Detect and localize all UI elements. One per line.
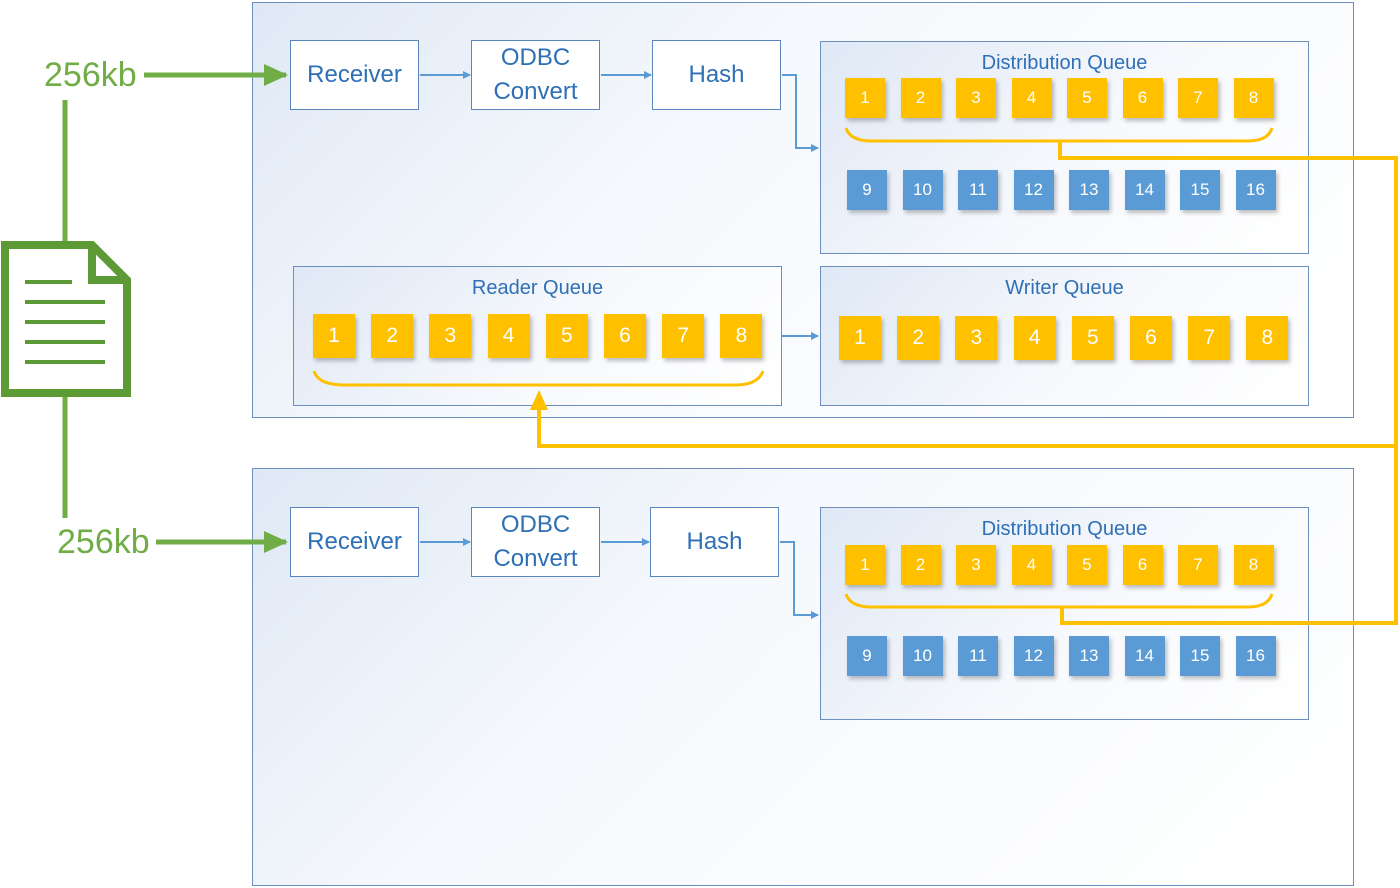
writer-slot: 5 (1071, 316, 1114, 360)
distribution-slot: 8 (1233, 78, 1274, 118)
distribution-slot: 8 (1233, 545, 1274, 585)
reader-slot: 6 (604, 314, 646, 358)
distribution-slot: 14 (1124, 170, 1165, 210)
receiver-stage-bottom: Receiver (290, 507, 419, 577)
odbc-label-line2: Convert (493, 545, 578, 572)
distribution-slot: 10 (902, 170, 943, 210)
writer-slot: 6 (1130, 316, 1172, 360)
distribution-slot: 15 (1180, 636, 1220, 676)
odbc-label-line1: ODBC (500, 511, 571, 538)
distribution-queue-title: Distribution Queue (981, 518, 1148, 540)
distribution-slot: 6 (1122, 545, 1163, 585)
distribution-slot: 9 (847, 170, 887, 210)
reader-slot: 2 (371, 314, 414, 358)
input-lines (62, 64, 288, 553)
distribution-slot: 12 (1013, 636, 1054, 676)
writer-slot: 3 (955, 316, 998, 360)
reader-slot: 7 (662, 314, 705, 358)
receiver-label: Receiver (307, 61, 402, 88)
distribution-slot: 5 (1067, 78, 1107, 118)
distribution-slot: 4 (1011, 545, 1052, 585)
reader-slot: 3 (429, 314, 472, 358)
distribution-slot: 11 (958, 636, 998, 676)
input-size-label-bottom: 256kb (57, 523, 150, 561)
hash-stage-top: Hash (652, 40, 781, 110)
writer-slot: 1 (839, 316, 881, 360)
distribution-slot: 7 (1178, 78, 1218, 118)
writer-slot: 7 (1188, 316, 1231, 360)
stage-arrows (420, 71, 819, 619)
input-size-label-top: 256kb (44, 56, 137, 94)
distribution-slot: 12 (1013, 170, 1054, 210)
receiver-stage-top: Receiver (290, 40, 419, 110)
batch-braces (312, 127, 1274, 609)
distribution-slot: 5 (1067, 545, 1107, 585)
reader-slot: 5 (545, 314, 588, 358)
odbc-label-line2: Convert (493, 78, 578, 105)
hash-label: Hash (688, 61, 745, 88)
reader-slot: 8 (720, 314, 763, 358)
distribution-queue-top: Distribution Queue (820, 41, 1309, 254)
reader-queue-title: Reader Queue (471, 277, 604, 299)
distribution-slot: 1 (845, 545, 885, 585)
distribution-queue-title: Distribution Queue (981, 52, 1148, 74)
distribution-queue-bottom: Distribution Queue (820, 507, 1309, 720)
distribution-slot: 1 (845, 78, 885, 118)
batch-flow-lines (530, 141, 1398, 625)
writer-slot: 2 (897, 316, 940, 360)
distribution-slot: 9 (847, 636, 887, 676)
hash-label: Hash (686, 528, 743, 555)
distribution-slot: 13 (1069, 636, 1109, 676)
distribution-slot: 3 (956, 78, 996, 118)
distribution-slot: 15 (1180, 170, 1220, 210)
reader-slot: 4 (487, 314, 530, 358)
distribution-slot: 2 (900, 545, 941, 585)
distribution-slot: 13 (1069, 170, 1109, 210)
distribution-slot: 16 (1235, 636, 1276, 676)
distribution-slot: 2 (900, 78, 941, 118)
distribution-slot: 11 (958, 170, 998, 210)
odbc-convert-stage-bottom: ODBC Convert (471, 507, 600, 577)
document-icon (1, 241, 131, 397)
distribution-slot: 14 (1124, 636, 1165, 676)
hash-stage-bottom: Hash (650, 507, 779, 577)
writer-slot: 8 (1246, 316, 1289, 360)
receiver-label: Receiver (307, 528, 402, 555)
distribution-slot: 16 (1235, 170, 1276, 210)
odbc-label-line1: ODBC (500, 44, 571, 71)
distribution-slot: 7 (1178, 545, 1218, 585)
distribution-slot: 10 (902, 636, 943, 676)
distribution-slot: 6 (1122, 78, 1163, 118)
distribution-slot: 3 (956, 545, 996, 585)
writer-queue-title: Writer Queue (1005, 277, 1124, 299)
distribution-slot: 4 (1011, 78, 1052, 118)
writer-slot: 4 (1013, 316, 1056, 360)
odbc-convert-stage-top: ODBC Convert (471, 40, 600, 110)
reader-slot: 1 (313, 314, 355, 358)
